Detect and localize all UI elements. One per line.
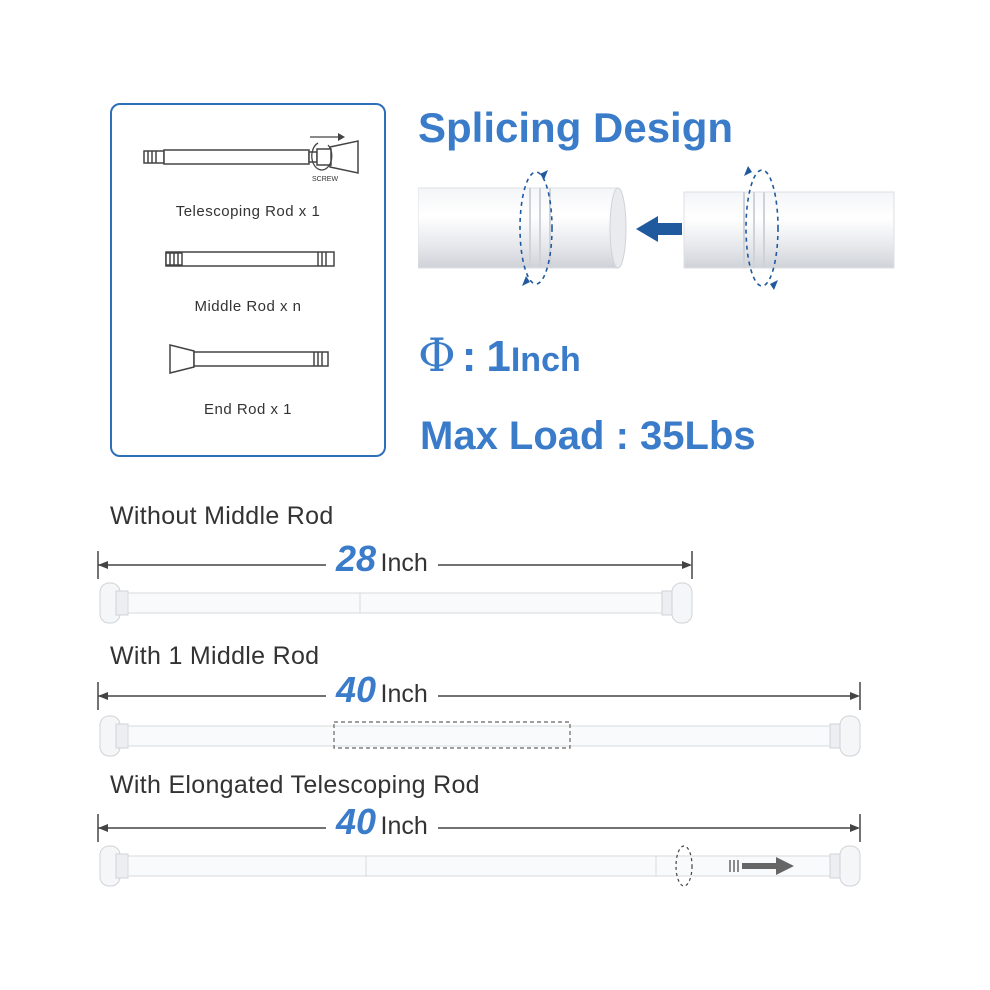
length-value: 40: [336, 801, 377, 842]
end-rod-drawing: [169, 344, 329, 374]
diameter-colon: :: [461, 332, 477, 381]
diameter-value: 1: [486, 332, 511, 381]
config-label-one-middle: With 1 Middle Rod: [110, 642, 320, 670]
splicing-diagram: [418, 166, 895, 290]
dimension-line-28: [97, 551, 693, 624]
telescoping-rod-label: Telescoping Rod x 1: [175, 203, 321, 220]
config-label-without-middle: Without Middle Rod: [110, 502, 334, 530]
dimension-label-40-elongated: 40 Inch: [326, 801, 438, 843]
length-unit: Inch: [380, 812, 428, 840]
length-unit: Inch: [380, 680, 428, 708]
dimension-line-40-elongated: [97, 814, 861, 887]
diameter-spec: Φ:1Inch: [418, 328, 581, 382]
telescoping-rod-drawing: SCREW: [143, 133, 359, 183]
length-value: 40: [336, 669, 377, 710]
dimension-line-40-middle: [97, 682, 861, 757]
length-value: 28: [336, 538, 377, 579]
splicing-design-title: Splicing Design: [418, 104, 734, 151]
screw-label: SCREW: [312, 176, 338, 183]
end-rod-label: End Rod x 1: [203, 401, 293, 418]
dimension-label-40-middle: 40 Inch: [326, 669, 438, 711]
middle-rod-drawing: [165, 251, 335, 267]
config-label-elongated: With Elongated Telescoping Rod: [110, 771, 480, 799]
length-unit: Inch: [380, 549, 428, 577]
middle-rod-label: Middle Rod x n: [194, 298, 302, 315]
diameter-unit: Inch: [510, 341, 581, 379]
max-load-spec: Max Load : 35Lbs: [420, 414, 756, 458]
diameter-symbol: Φ: [418, 328, 456, 382]
dimension-label-28: 28 Inch: [326, 538, 438, 580]
parts-list-box: SCREW Telescoping Rod x 1 Middle Rod x n…: [110, 103, 386, 457]
